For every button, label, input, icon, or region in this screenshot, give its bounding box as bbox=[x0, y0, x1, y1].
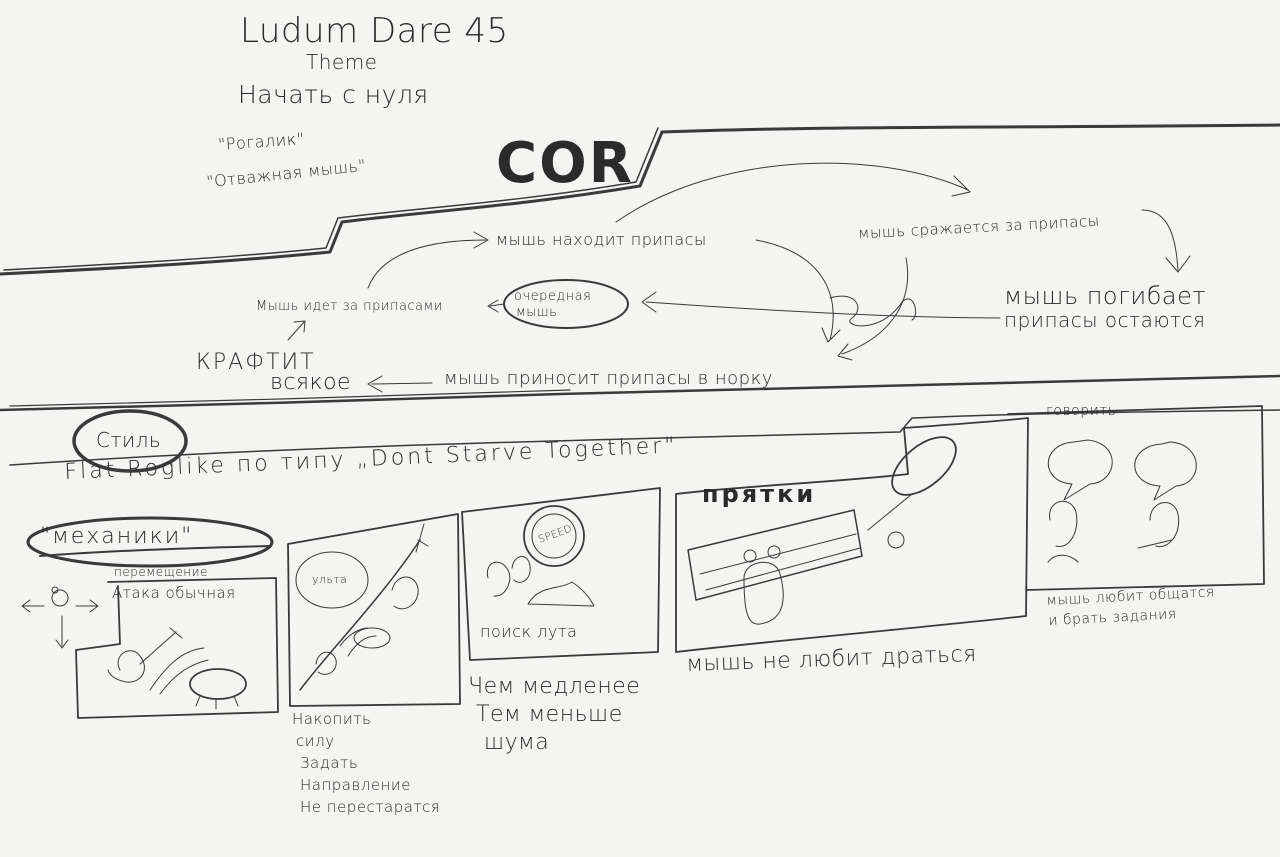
panel-loot-frame bbox=[461, 487, 661, 661]
panel-talk-title: говорить bbox=[1046, 403, 1117, 419]
core-boundary-bottom bbox=[0, 374, 1280, 412]
panel-hide-title: прятки bbox=[702, 480, 817, 508]
arrowhead-next bbox=[641, 291, 657, 313]
node-crafts: КРАФТИТ bbox=[196, 350, 316, 375]
arrow-fights-to-dies bbox=[1141, 209, 1179, 271]
core-label: COR bbox=[496, 131, 634, 196]
talk-bubble-2 bbox=[1134, 441, 1197, 501]
ulta-rat bbox=[391, 576, 419, 610]
panel-talk-frame bbox=[1007, 405, 1265, 591]
loot-rat bbox=[511, 556, 531, 583]
panel-hide-frame bbox=[675, 417, 1029, 653]
ulta-note-4: Направление bbox=[300, 776, 412, 794]
node-next-mouse-1: очередная bbox=[514, 289, 592, 304]
core-boundary-top-inner bbox=[3, 127, 659, 271]
arrow-finds-to-fights bbox=[615, 162, 969, 223]
talk-mouse-2 bbox=[1149, 502, 1180, 548]
hide-eye bbox=[887, 531, 905, 549]
ulta-note-5: Не перестаратся bbox=[300, 798, 441, 816]
style-label: Стиль bbox=[96, 428, 162, 452]
panel-loot-title: поиск лута bbox=[480, 622, 578, 641]
node-goes-for-supplies: Мышь идет за припасами bbox=[256, 299, 443, 314]
hide-bug-beam bbox=[867, 493, 913, 531]
node-crafts-stuff: всякое bbox=[270, 370, 352, 395]
panel-attack-frame bbox=[75, 577, 279, 719]
arrow-fights-to-brings bbox=[841, 257, 909, 355]
talk-items bbox=[1047, 539, 1173, 563]
scribble-crossing bbox=[829, 295, 917, 327]
ulta-slash bbox=[299, 539, 421, 691]
loot-note-1: Чем медленее bbox=[468, 674, 641, 699]
movement-mouse-ear bbox=[51, 586, 59, 594]
arrowhead-brings-1 bbox=[821, 327, 841, 343]
attack-mouse bbox=[107, 650, 145, 683]
loot-pile bbox=[527, 581, 595, 607]
node-brings-supplies: мышь приносит припасы в норку bbox=[444, 368, 773, 389]
node-next-mouse-2: мышь bbox=[516, 305, 558, 320]
arrow-crafts-up bbox=[287, 321, 305, 341]
hide-bench-lines bbox=[699, 533, 861, 591]
mechanics-underline bbox=[39, 545, 271, 557]
theme-label: Theme bbox=[306, 50, 378, 74]
ulta-mouse bbox=[315, 651, 337, 675]
hide-mouse-ear-l bbox=[743, 549, 757, 563]
arrow-next-to-goes bbox=[489, 303, 505, 307]
ulta-note-1: Накопить bbox=[292, 710, 372, 728]
arrowhead-dies bbox=[1165, 255, 1191, 273]
movement-mouse bbox=[51, 589, 69, 607]
node-mouse-dies: мышь погибает bbox=[1004, 282, 1207, 310]
loot-note-2: Тем меньше bbox=[476, 702, 623, 727]
ulta-note-2: силу bbox=[296, 732, 335, 750]
node-finds-supplies: мышь находит припасы bbox=[496, 230, 707, 249]
next-mouse-oval bbox=[503, 279, 629, 329]
mechanics-label: "механики" bbox=[40, 524, 194, 549]
ulta-bubble bbox=[295, 551, 369, 609]
talk-mouse-1 bbox=[1049, 500, 1078, 547]
style-boundary bbox=[9, 409, 1280, 466]
attack-sword bbox=[139, 627, 183, 665]
panel-ulta-frame bbox=[287, 513, 461, 707]
loot-mouse bbox=[486, 561, 511, 597]
loot-note-3: шума bbox=[484, 730, 550, 755]
hide-bug bbox=[891, 436, 957, 496]
movement-arrow-down bbox=[55, 615, 69, 649]
ulta-sword bbox=[415, 523, 429, 553]
core-boundary-top bbox=[0, 123, 1280, 276]
ulta-note-3: Задать bbox=[300, 754, 359, 772]
arrowhead-brings-2 bbox=[837, 343, 853, 361]
movement-arrow-left bbox=[21, 599, 45, 613]
hide-mouse-ear-r bbox=[767, 545, 781, 559]
arrowhead-up bbox=[293, 320, 306, 333]
ulta-bug bbox=[353, 627, 391, 649]
arrow-goes-to-finds bbox=[367, 239, 487, 289]
attack-bug-legs bbox=[195, 695, 239, 710]
arrowhead-finds bbox=[473, 231, 489, 249]
speed-gauge bbox=[523, 505, 585, 567]
hide-bench bbox=[687, 509, 863, 601]
speed-gauge-inner bbox=[531, 513, 577, 559]
arrowhead-fights bbox=[951, 175, 971, 197]
theme-value: Начать с нуля bbox=[238, 80, 429, 109]
ulta-arcs bbox=[339, 627, 377, 657]
movement-label: перемещение bbox=[114, 565, 208, 579]
talk-bubble-1 bbox=[1047, 439, 1113, 501]
jam-title: Ludum Dare 45 bbox=[240, 11, 509, 51]
arrowhead-crafts bbox=[367, 375, 383, 393]
arrow-finds-to-brings bbox=[755, 239, 834, 341]
attack-bug bbox=[189, 668, 247, 700]
core-boundary-bottom-inner bbox=[9, 389, 571, 407]
arrow-dies-to-next bbox=[645, 301, 1001, 319]
movement-arrow-right bbox=[75, 599, 99, 613]
attack-swoosh bbox=[149, 647, 209, 695]
panel-ulta-title: ульта bbox=[312, 573, 348, 586]
hide-mouse bbox=[743, 561, 784, 625]
node-supplies-remain: припасы остаются bbox=[1004, 308, 1206, 332]
mechanics-ellipse bbox=[26, 516, 274, 568]
style-circle bbox=[72, 409, 188, 473]
arrowhead-goes bbox=[487, 299, 499, 313]
panel-attack-title: Атака обычная bbox=[112, 584, 236, 602]
arrow-brings-to-crafts bbox=[371, 382, 433, 385]
